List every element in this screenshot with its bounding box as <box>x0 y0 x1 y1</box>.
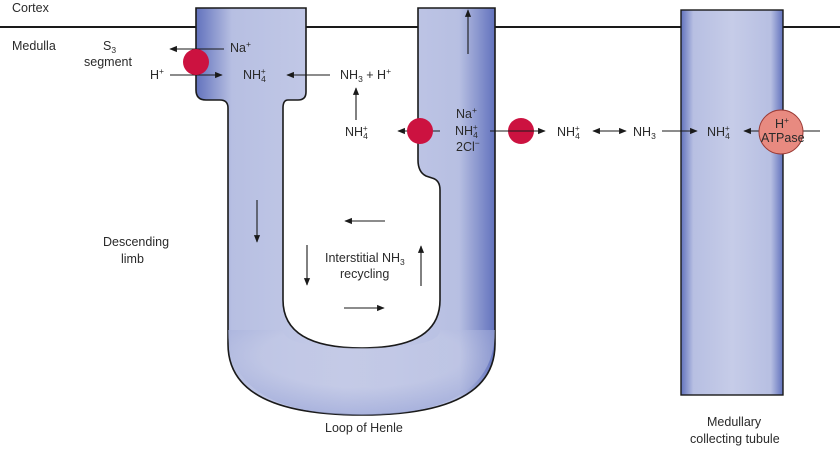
cl-tal-label: 2Cl− <box>456 138 480 154</box>
segment-label: segment <box>84 55 132 69</box>
h-atpase-label: ATPase <box>761 131 805 145</box>
descending-limb-label-1: Descending <box>103 235 169 249</box>
recycling-label: recycling <box>340 267 389 281</box>
nh4-medullary-label: NH4+ <box>557 123 580 141</box>
na-tal-label: Na+ <box>456 105 477 121</box>
na-s3-label: Na+ <box>230 39 251 55</box>
nh4-tal-label: NH4+ <box>455 122 478 140</box>
basolateral-transporter <box>407 118 433 144</box>
collecting-tubule <box>680 9 784 396</box>
loop-of-henle-label: Loop of Henle <box>325 421 403 435</box>
loop-bend-shading <box>228 330 495 415</box>
nh3-plus-h-label: NH3 + H+ <box>340 66 391 84</box>
collecting-tubule-label-1: Medullary <box>707 415 762 429</box>
medulla-label: Medulla <box>12 39 56 53</box>
nh3-medullary-label: NH3 <box>633 125 656 141</box>
interstitial-label: Interstitial NH3 <box>325 251 405 267</box>
na-h-exchanger <box>183 49 209 75</box>
s3-label: S3 <box>103 39 116 55</box>
loop-of-henle-tubule <box>195 7 496 416</box>
cortex-label: Cortex <box>12 1 50 15</box>
nh4-collecting-label: NH4+ <box>707 123 730 141</box>
collecting-tubule-label-2: collecting tubule <box>690 432 780 446</box>
descending-limb-label-2: limb <box>121 252 144 266</box>
h-atpase-pump <box>758 109 804 155</box>
nh4-interstitial-label: NH4+ <box>345 123 368 141</box>
nh4-s3-label: NH4+ <box>243 66 266 84</box>
h-s3-label: H+ <box>150 66 164 82</box>
h-atpase-h-label: H+ <box>775 115 789 131</box>
